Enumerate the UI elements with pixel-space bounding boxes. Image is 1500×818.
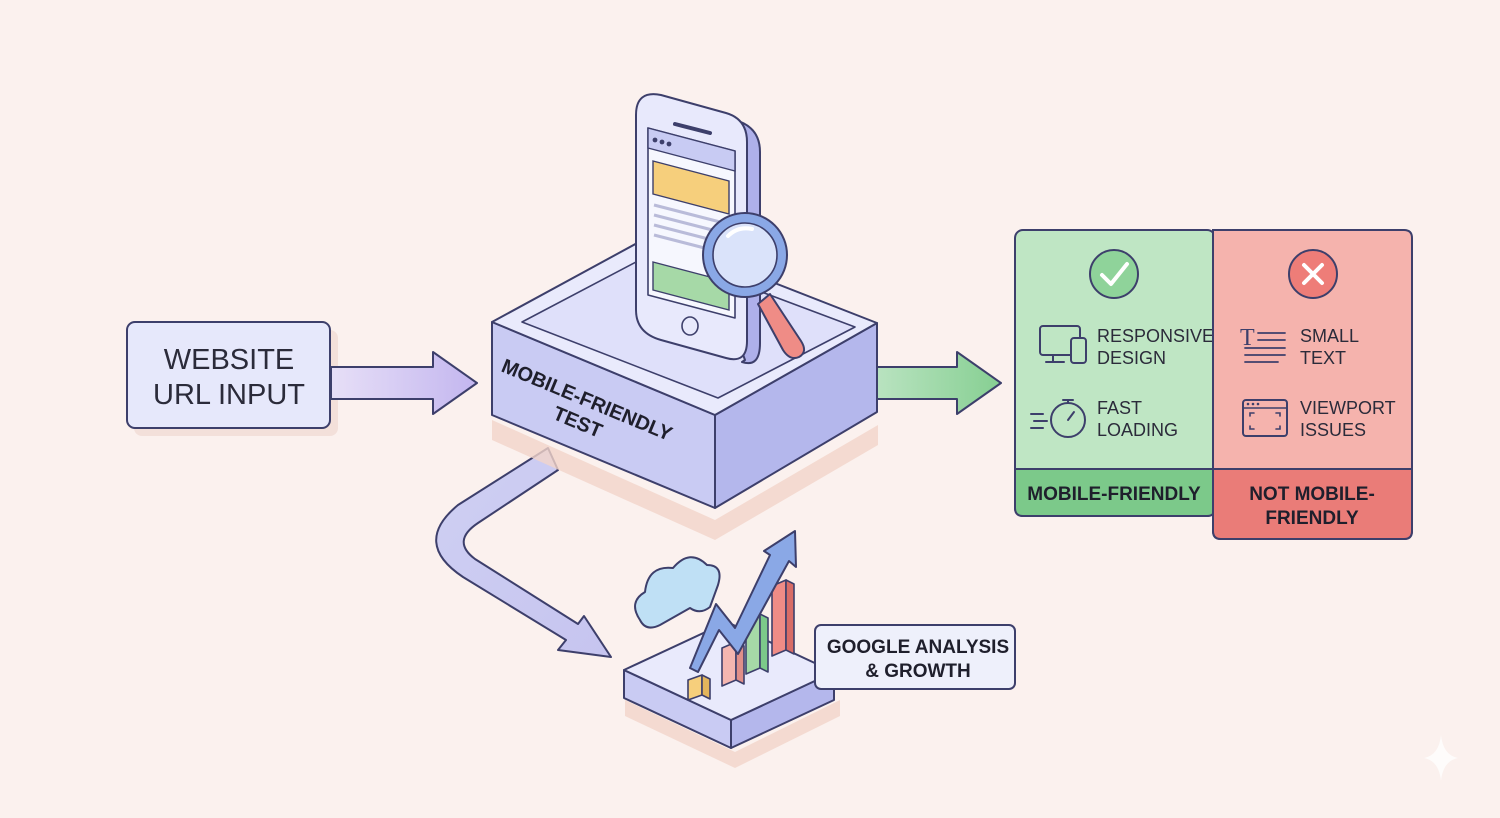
fail-label-line1: NOT MOBILE- xyxy=(1249,484,1375,505)
input-to-test-arrow xyxy=(330,351,478,415)
magnifier-glint xyxy=(726,226,754,238)
growth-platform-shadow xyxy=(625,700,840,768)
phone-browser-bar xyxy=(647,127,736,172)
test-to-growth-arrow xyxy=(435,447,612,658)
check-circle-icon xyxy=(1089,249,1139,299)
pass-item-1-line2: DESIGN xyxy=(1097,348,1166,368)
browser-dot-2 xyxy=(659,139,665,145)
magnifier-icon xyxy=(702,212,805,360)
magnifier-lens xyxy=(712,222,778,288)
browser-dot-1 xyxy=(652,137,658,143)
phone-icon xyxy=(635,93,761,365)
fail-label-bar xyxy=(1212,468,1413,540)
browser-dot-3 xyxy=(666,141,672,147)
input-label-line2: URL INPUT xyxy=(153,379,305,411)
fail-item-2-line2: ISSUES xyxy=(1300,420,1366,440)
cloud-icon xyxy=(634,556,721,629)
platform-shadow xyxy=(492,420,878,540)
text-size-icon: T xyxy=(1240,325,1286,363)
phone-speaker xyxy=(673,122,712,135)
test-to-results-arrow xyxy=(876,351,1002,415)
screen-yellow-block xyxy=(652,160,730,215)
magnifier-handle xyxy=(757,293,805,360)
devices-icon xyxy=(1039,325,1087,364)
arrow-shape xyxy=(330,351,478,415)
fail-item-1-line1: SMALL xyxy=(1300,326,1359,346)
stopwatch-icon xyxy=(1030,399,1086,438)
website-url-input-node: WEBSITE URL INPUT xyxy=(126,321,338,436)
pass-item-2-line2: LOADING xyxy=(1097,420,1178,440)
results-panel: MOBILE-FRIENDLY RESPONSIVE DESIGN FAST L… xyxy=(1014,229,1413,540)
curved-arrow-shape xyxy=(435,447,612,658)
fail-item-1-line2: TEXT xyxy=(1300,348,1346,368)
growth-label-line1: GOOGLE ANALYSIS xyxy=(827,637,1009,658)
screen-green-block xyxy=(652,261,730,311)
viewport-icon xyxy=(1242,399,1288,437)
input-label-line1: WEBSITE xyxy=(164,344,295,376)
pass-label: MOBILE-FRIENDLY xyxy=(1027,484,1201,505)
svg-text:T: T xyxy=(1240,325,1255,351)
growth-label-line2: & GROWTH xyxy=(865,661,971,682)
phone-home-button xyxy=(681,316,699,336)
sparkle-icon xyxy=(1424,735,1458,781)
arrow-shape xyxy=(876,351,1002,415)
fail-label-line2: FRIENDLY xyxy=(1265,508,1359,529)
google-analysis-growth-node: GOOGLE ANALYSIS & GROWTH xyxy=(623,530,1016,768)
x-circle-icon xyxy=(1288,249,1338,299)
growth-bar-chart-icon xyxy=(687,530,797,701)
pass-item-2-line1: FAST xyxy=(1097,398,1142,418)
fail-item-2-line1: VIEWPORT xyxy=(1300,398,1396,418)
pass-item-1-line1: RESPONSIVE xyxy=(1097,326,1214,346)
screen-text-lines xyxy=(653,203,725,255)
growth-label-box xyxy=(814,624,1016,690)
